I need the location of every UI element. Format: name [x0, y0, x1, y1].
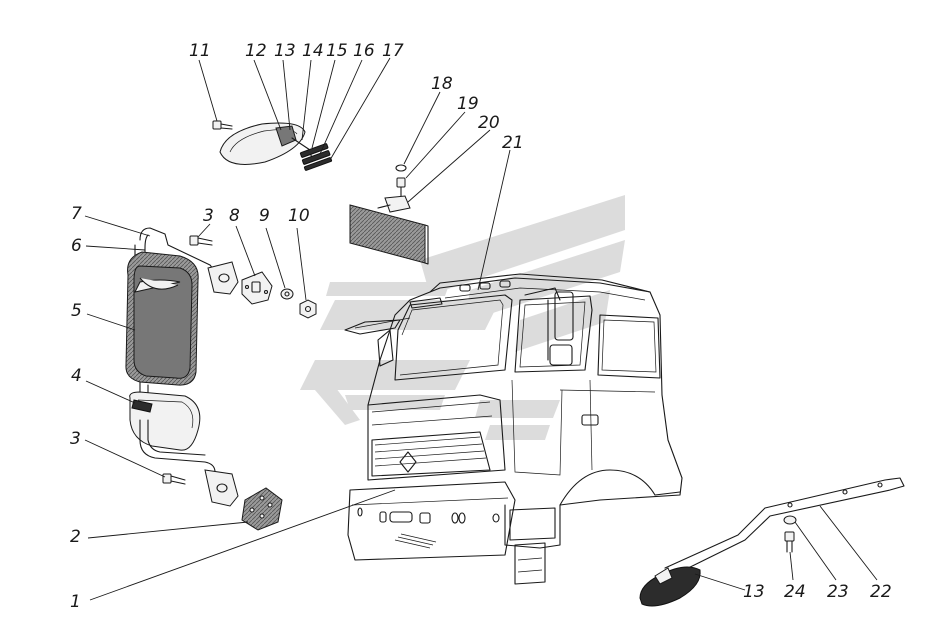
part-24-bolt [784, 531, 795, 553]
part-3-bolt-lower [162, 473, 186, 485]
part-22-arm [664, 477, 905, 577]
part-23-washer [783, 515, 797, 525]
part-8-plate [241, 271, 273, 305]
callout-11: 11 [189, 41, 211, 61]
callout-16: 16 [353, 41, 375, 61]
part-11-bolt [212, 120, 233, 130]
callout-3-upper: 3 [203, 206, 214, 226]
callout-17: 17 [382, 41, 404, 61]
part-2-plate [241, 487, 283, 531]
callout-4: 4 [71, 366, 82, 386]
part-9-washer [280, 288, 294, 300]
watermark-logo [300, 195, 625, 440]
callout-19: 19 [457, 94, 479, 114]
callout-15: 15 [326, 41, 348, 61]
part-3-bolt-upper [189, 235, 213, 246]
callout-6: 6 [71, 236, 82, 256]
callout-2: 2 [70, 527, 81, 547]
callout-1: 1 [70, 592, 81, 612]
part-5-main-mirror [125, 227, 239, 507]
callout-9: 9 [259, 206, 270, 226]
callout-12: 12 [245, 41, 267, 61]
callout-14: 14 [302, 41, 324, 61]
part-18-20-front-mirror [349, 164, 429, 265]
leader-lines [84, 57, 878, 601]
callout-21: 21 [502, 133, 524, 153]
callout-10: 10 [288, 206, 310, 226]
callout-18: 18 [431, 74, 453, 94]
callout-13-top: 13 [274, 41, 296, 61]
callout-23: 23 [827, 582, 849, 602]
callout-5: 5 [71, 301, 82, 321]
callout-20: 20 [478, 113, 500, 133]
callout-22: 22 [870, 582, 892, 602]
callout-8: 8 [229, 206, 240, 226]
truck-cab [344, 273, 683, 585]
part-12-17-small-mirror [219, 122, 333, 171]
part-10-nut [299, 299, 317, 319]
part-13-lower-mirror [639, 566, 701, 607]
callout-3-lower: 3 [70, 429, 81, 449]
callout-24: 24 [784, 582, 806, 602]
callout-7: 7 [71, 204, 82, 224]
callout-labels: 1 2 3 3 4 5 6 7 8 9 10 11 12 13 13 14 15… [70, 41, 892, 612]
callout-13-bottom: 13 [743, 582, 765, 602]
